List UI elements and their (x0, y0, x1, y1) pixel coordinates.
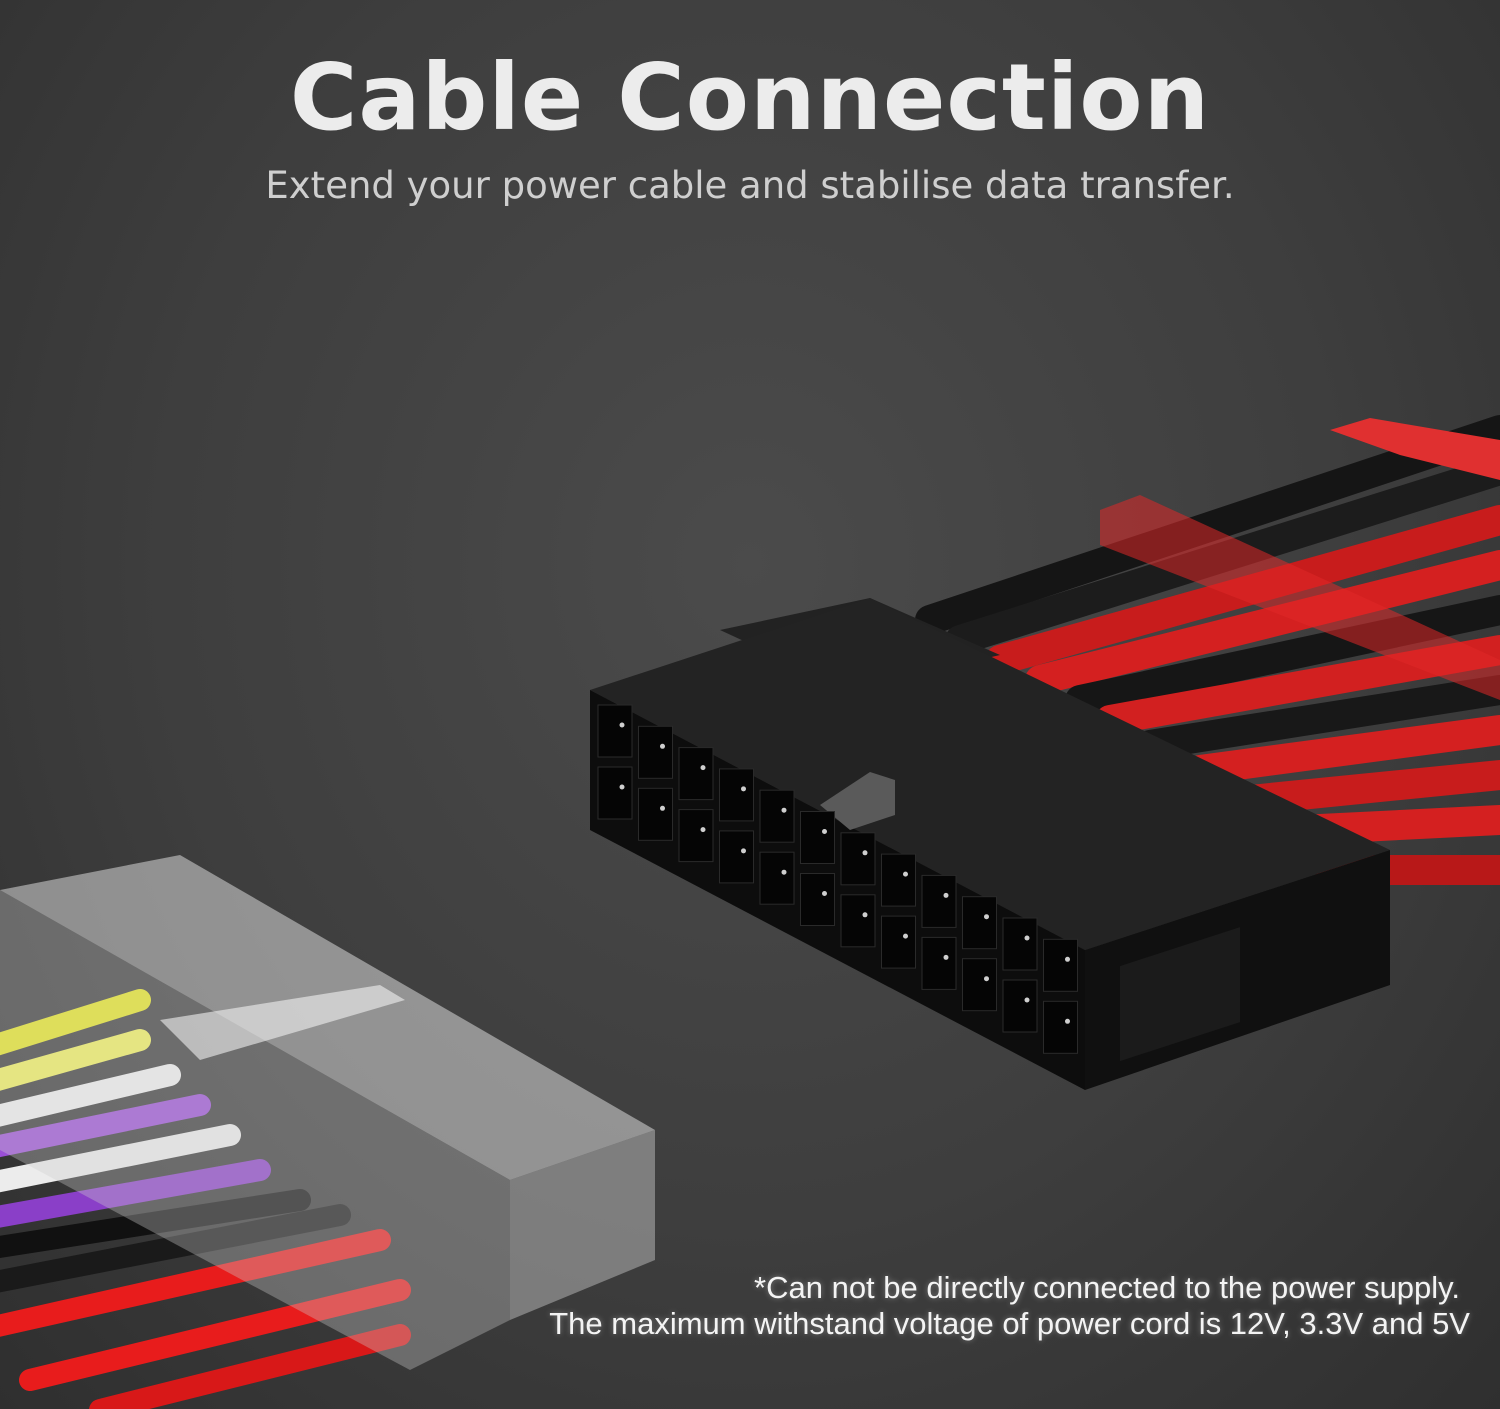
pin-contact (943, 892, 949, 898)
pin-contact (781, 869, 787, 875)
pin-contact (903, 871, 908, 877)
pin-contact (1024, 997, 1030, 1003)
footnote-warning: *Can not be directly connected to the po… (754, 1270, 1460, 1305)
footnote-voltage: The maximum withstand voltage of power c… (549, 1306, 1470, 1341)
pin-contact (862, 850, 868, 856)
pin-socket (638, 725, 673, 779)
pin-socket (1002, 979, 1038, 1033)
pin-contact (741, 848, 746, 854)
pin-socket (962, 896, 997, 950)
page-title: Cable Connection (289, 44, 1211, 151)
pin-socket (678, 747, 714, 801)
pin-socket (921, 936, 957, 990)
pin-contact (619, 722, 625, 728)
clear-24pin-connector (0, 855, 655, 1409)
pin-contact (822, 891, 827, 896)
pin-contact (619, 784, 625, 790)
pin-contact (741, 786, 746, 792)
pin-contact (700, 765, 706, 771)
pin-socket (678, 809, 714, 863)
pin-contact (660, 805, 665, 811)
pin-socket (597, 704, 633, 758)
pin-socket (759, 789, 795, 843)
pin-socket (1043, 1000, 1078, 1054)
pin-socket (638, 787, 673, 841)
pin-socket (840, 832, 876, 886)
pin-contact (1065, 956, 1070, 962)
pin-socket (800, 873, 835, 926)
page-subtitle: Extend your power cable and stabilise da… (265, 164, 1235, 207)
pin-contact (781, 807, 787, 813)
pin-contact (984, 914, 989, 920)
pin-socket (597, 766, 633, 820)
pin-socket (1002, 917, 1038, 971)
pin-contact (700, 827, 706, 833)
pin-contact (903, 933, 908, 939)
pin-contact (1024, 935, 1030, 941)
cable-comb-clip (1330, 418, 1500, 480)
black-24pin-connector (590, 598, 1390, 1090)
pin-socket (719, 830, 754, 884)
pin-contact (984, 976, 989, 982)
pin-socket (962, 958, 997, 1012)
pin-socket (800, 811, 835, 864)
pin-socket (840, 894, 876, 948)
pin-socket (1043, 938, 1078, 992)
pin-contact (862, 912, 868, 918)
pin-socket (881, 915, 916, 969)
pin-socket (921, 874, 957, 928)
pin-socket (719, 768, 754, 822)
pin-contact (660, 743, 665, 749)
connector-pin-grid (597, 704, 1078, 1054)
pin-contact (822, 829, 827, 834)
pin-socket (881, 853, 916, 907)
pin-contact (1065, 1018, 1070, 1024)
pin-socket (759, 851, 795, 905)
pin-contact (943, 954, 949, 960)
